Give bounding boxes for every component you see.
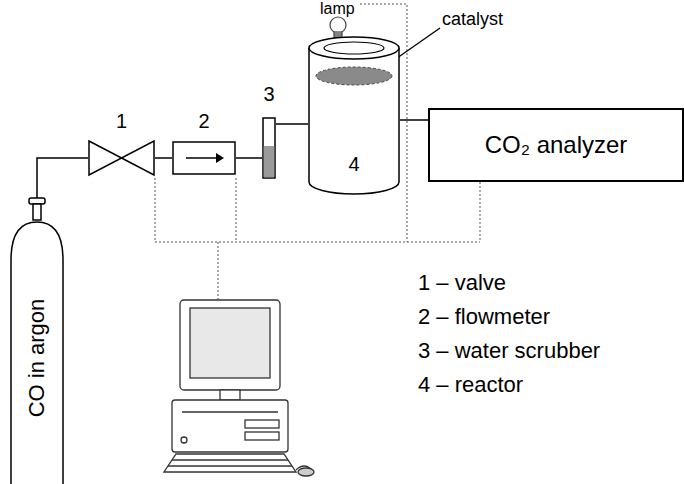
pipe — [37, 158, 88, 198]
callout-number: 3 — [262, 84, 276, 104]
pipe — [155, 157, 172, 159]
gas-cylinder: CO in argon — [5, 198, 69, 484]
computer — [164, 300, 314, 476]
callout-number: 2 — [172, 111, 236, 131]
reactor: 4 — [308, 36, 400, 196]
legend-text: 4 – reactor — [418, 374, 523, 396]
legend-text: 2 – flowmeter — [418, 306, 550, 328]
analyzer-box: CO₂ analyzer — [428, 108, 684, 182]
pipe — [276, 123, 308, 125]
legend-text: 1 – valve — [418, 272, 506, 294]
legend-text: 3 – water scrubber — [418, 340, 600, 362]
callout-number: 1 — [88, 111, 155, 131]
lamp-bulb — [330, 17, 346, 38]
valve: 1 — [88, 111, 155, 177]
lamp-label: lamp — [320, 1, 355, 17]
flowmeter: 2 — [172, 111, 236, 177]
catalyst-label: catalyst — [442, 10, 503, 28]
cylinder-label: CO in argon — [26, 299, 48, 418]
callout-number: 4 — [308, 154, 400, 174]
pipe — [400, 119, 428, 121]
water-scrubber: 3 — [262, 84, 276, 179]
pipe — [236, 157, 262, 159]
box-label: CO₂ analyzer — [485, 133, 628, 157]
